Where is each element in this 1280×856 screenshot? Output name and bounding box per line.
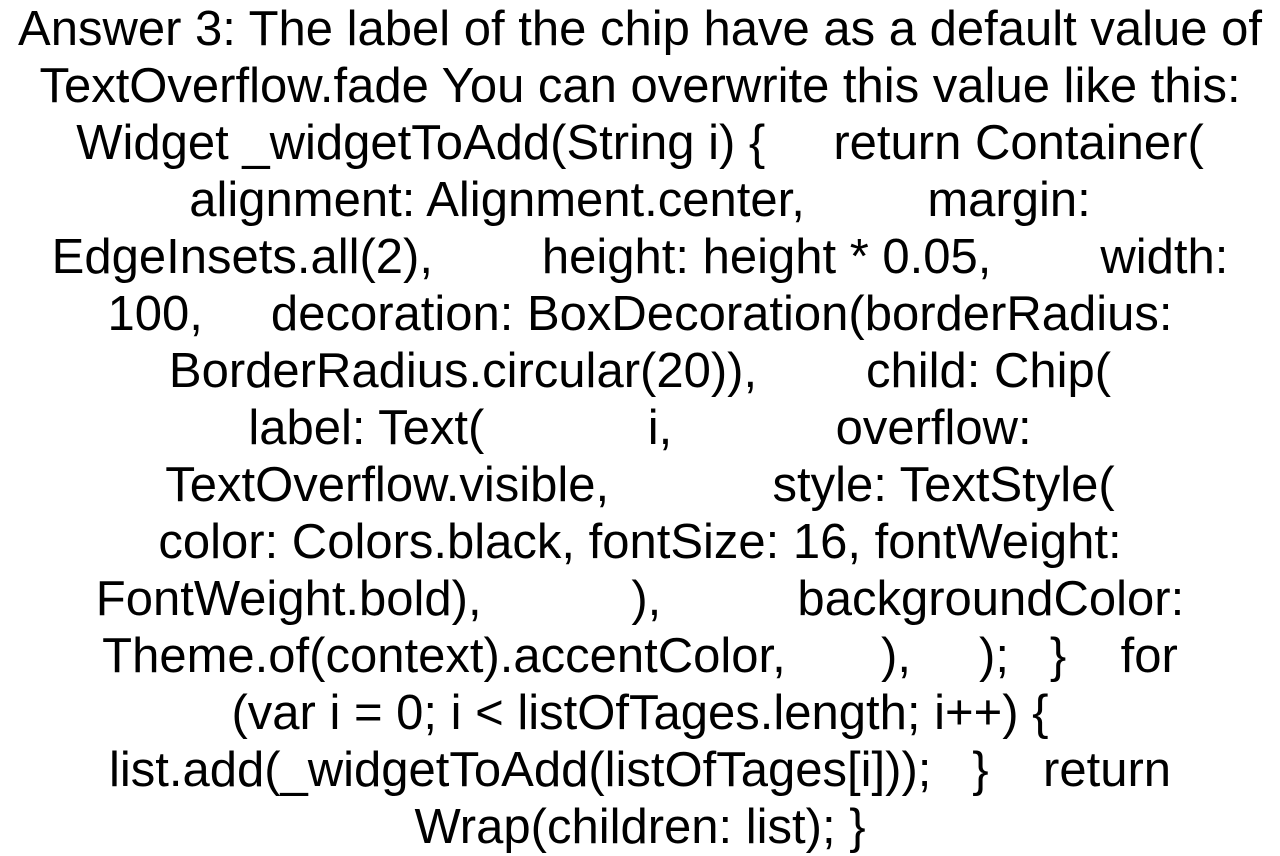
text-line: FontWeight.bold), ), backgroundColor: [95,572,1185,626]
text-line: color: Colors.black, fontSize: 16, fontW… [158,515,1122,569]
text-line: 100, decoration: BoxDecoration(borderRad… [107,287,1173,341]
text-line: TextOverflow.visible, style: TextStyle( [165,458,1115,512]
text-line: Theme.of(context).accentColor, ), ); } f… [102,629,1178,683]
text-line: Widget _widgetToAdd(String i) { return C… [76,116,1204,170]
text-line: Answer 3: The label of the chip have as … [18,2,1262,56]
text-line: Wrap(children: list); } [414,800,866,854]
text-line: TextOverflow.fade You can overwrite this… [39,59,1241,113]
text-line: label: Text( i, overflow: [248,401,1032,455]
text-line: EdgeInsets.all(2), height: height * 0.05… [51,230,1229,284]
text-line: BorderRadius.circular(20)), child: Chip( [168,344,1112,398]
text-line: list.add(_widgetToAdd(listOfTages[i])); … [108,743,1172,797]
text-line: (var i = 0; i < listOfTages.length; i++)… [231,686,1049,740]
text-line: alignment: Alignment.center, margin: [189,173,1091,227]
